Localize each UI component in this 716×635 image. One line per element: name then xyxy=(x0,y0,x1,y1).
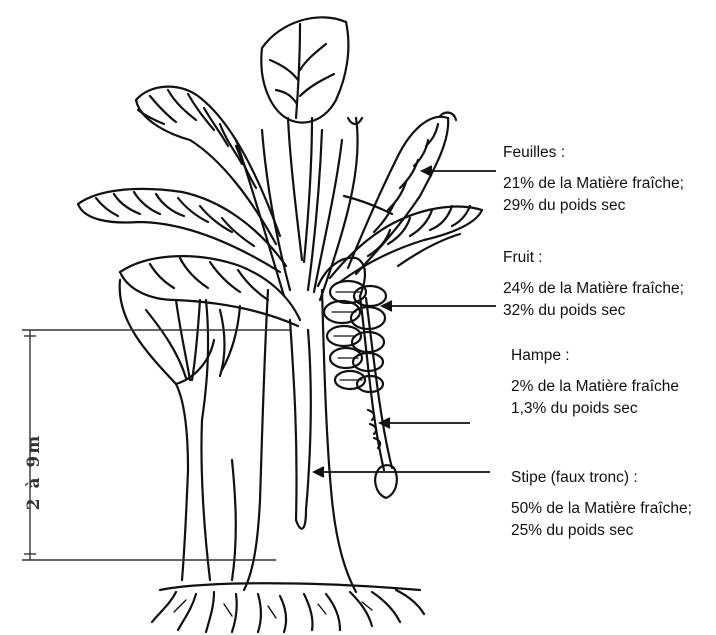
label-feuilles: Feuilles : 21% de la Matière fraîche; 29… xyxy=(503,142,684,217)
stipe-title: Stipe (faux tronc) : xyxy=(511,467,692,489)
feuilles-title: Feuilles : xyxy=(503,142,684,164)
arrow-hampe xyxy=(380,418,470,428)
roots xyxy=(152,583,424,632)
feuilles-line-1: 21% de la Matière fraîche; xyxy=(503,173,684,195)
arrow-feuilles xyxy=(422,166,496,176)
right-horizontal-leaves xyxy=(330,196,482,282)
hampe-line-1: 2% de la Matière fraîche xyxy=(511,376,679,398)
feuilles-line-2: 29% du poids sec xyxy=(503,195,684,217)
hampe-title: Hampe : xyxy=(511,345,679,367)
stipe-line-1: 50% de la Matière fraîche; xyxy=(511,498,692,520)
fruit-title: Fruit : xyxy=(503,247,684,269)
label-stipe: Stipe (faux tronc) : 50% de la Matière f… xyxy=(511,467,692,542)
stipe-line-2: 25% du poids sec xyxy=(511,520,692,542)
sucker-plant xyxy=(120,280,240,580)
hampe-line-2: 1,3% du poids sec xyxy=(511,398,679,420)
stipe xyxy=(232,290,356,592)
right-upper-leaf xyxy=(348,113,456,274)
arrow-stipe xyxy=(314,467,490,477)
arrow-fruit xyxy=(382,301,496,311)
left-upper-leaf xyxy=(136,87,280,244)
height-dimension xyxy=(22,330,290,560)
label-hampe: Hampe : 2% de la Matière fraîche 1,3% du… xyxy=(511,345,679,420)
fruit-line-2: 32% du poids sec xyxy=(503,300,684,322)
label-fruit: Fruit : 24% de la Matière fraîche; 32% d… xyxy=(503,247,684,322)
height-range-label: 2 à 9m xyxy=(24,424,44,520)
fruit-line-1: 24% de la Matière fraîche; xyxy=(503,278,684,300)
